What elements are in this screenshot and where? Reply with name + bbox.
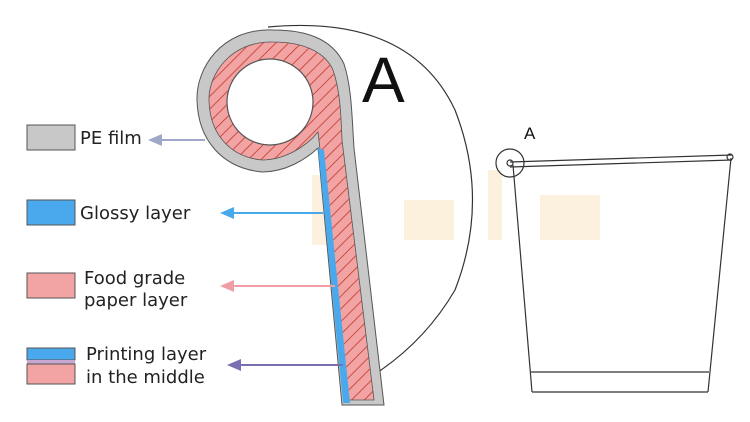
pointer-arrows bbox=[148, 134, 343, 371]
detail-marker-label: A bbox=[362, 44, 405, 116]
legend: PE film Glossy layer Food grade paper la… bbox=[26, 124, 207, 388]
glossy-layer-shape bbox=[318, 148, 350, 403]
curl-hollow bbox=[226, 58, 314, 146]
arrow-pe-film bbox=[148, 134, 205, 146]
legend-swatch-printing-layer bbox=[26, 347, 76, 385]
legend-label-glossy-layer: Glossy layer bbox=[80, 203, 191, 224]
legend-label-printing-layer-line1: Printing layer bbox=[86, 344, 207, 365]
legend-label-paper-layer-line1: Food grade bbox=[84, 268, 185, 289]
magnification-outline bbox=[267, 24, 474, 386]
cup-wall-cross-section bbox=[196, 29, 385, 406]
legend-label-paper-layer-line2: paper layer bbox=[84, 290, 188, 311]
legend-label-pe-film: PE film bbox=[80, 128, 142, 149]
legend-swatch-pe-film bbox=[26, 124, 76, 151]
cup-detail-marker-label: A bbox=[524, 124, 536, 143]
detail-callout-circle bbox=[495, 148, 525, 178]
arrow-paper-layer bbox=[220, 280, 335, 292]
legend-label-printing-layer-line2: in the middle bbox=[86, 367, 205, 388]
legend-swatch-glossy-layer bbox=[26, 199, 76, 226]
arrow-printing-layer bbox=[227, 359, 343, 371]
arrow-glossy-layer bbox=[220, 207, 323, 219]
paper-cup-outline bbox=[509, 153, 734, 393]
legend-swatch-paper-layer bbox=[26, 272, 76, 299]
